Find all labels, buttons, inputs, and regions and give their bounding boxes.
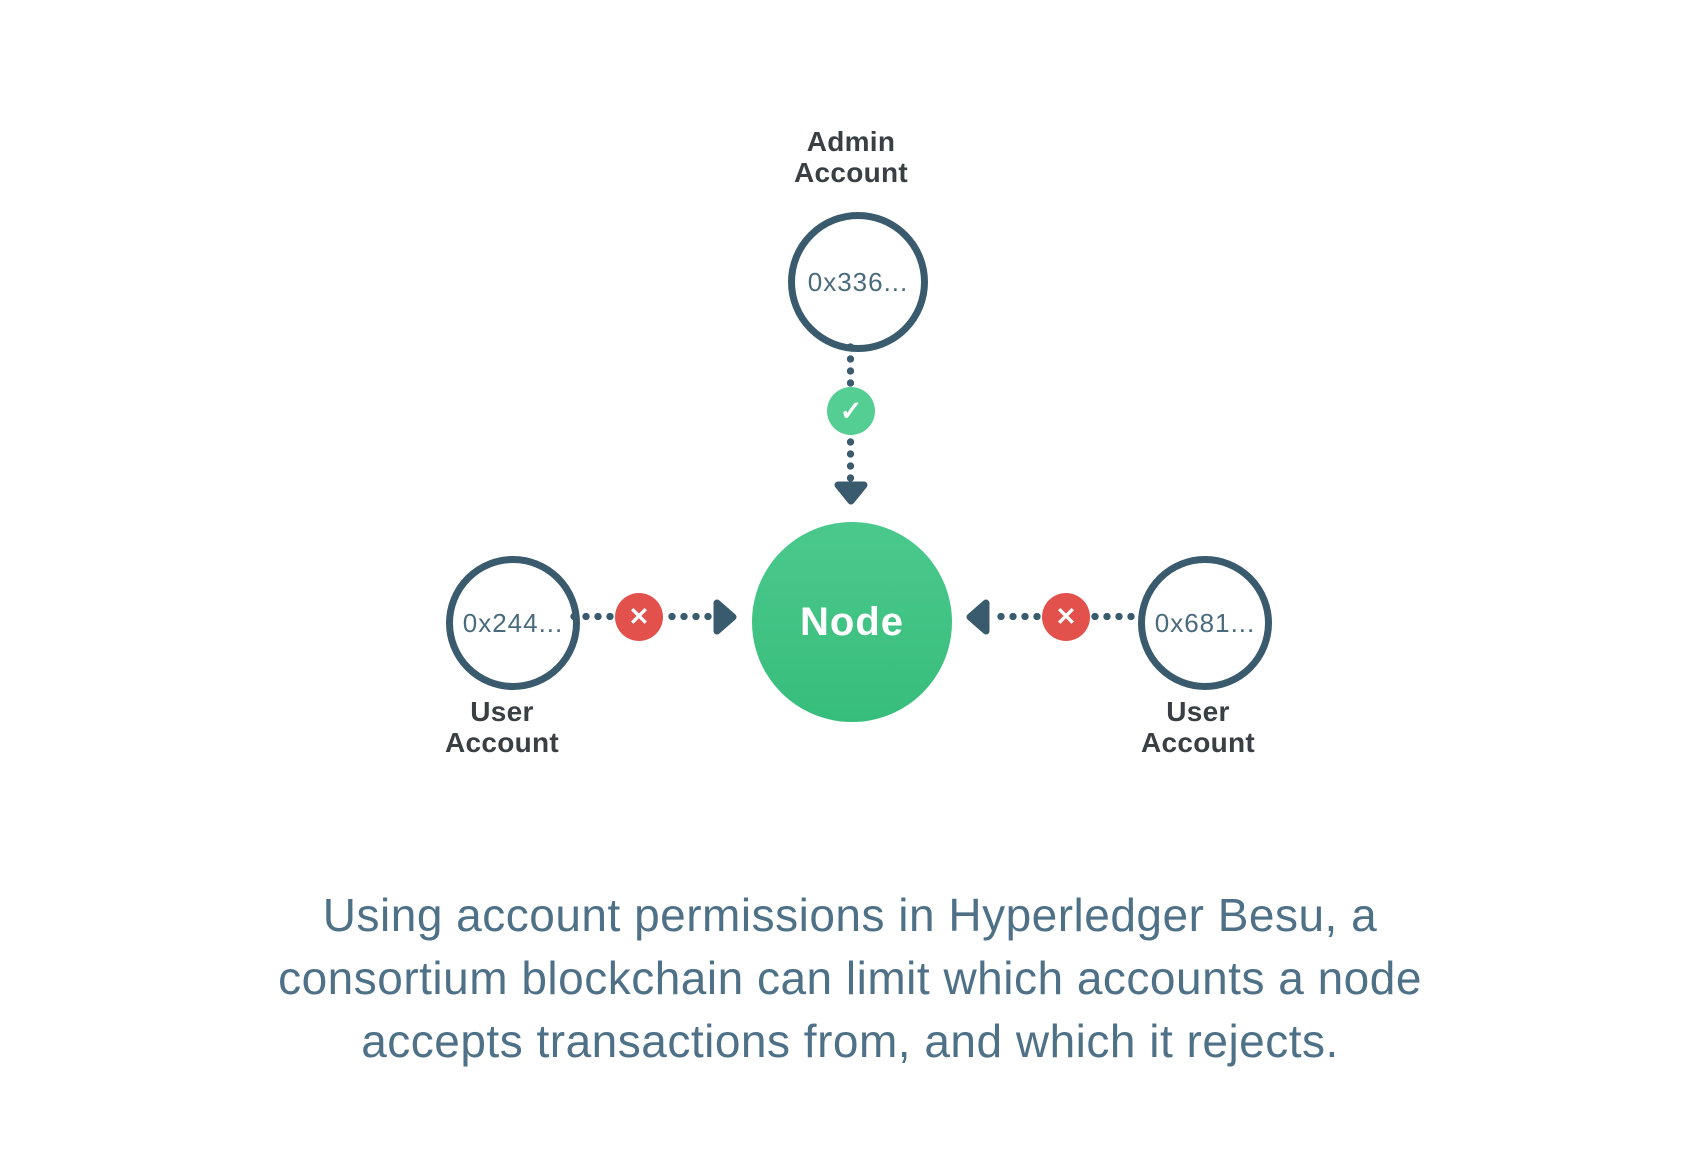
admin-account-label-line1: Admin	[806, 126, 896, 157]
dotted-line-left-inner	[666, 613, 714, 620]
dotted-line-admin-upper	[847, 341, 854, 389]
user-account-left-address: 0x244...	[462, 607, 564, 638]
dotted-line-right-inner	[995, 613, 1043, 620]
arrowhead-down-icon	[834, 481, 868, 505]
user-account-left-label-line2: Account	[444, 727, 560, 758]
admin-account-label: Admin Account	[701, 126, 1001, 188]
caption-line: Using account permissions in Hyperledger…	[322, 889, 1378, 941]
user-account-right-label-line2: Account	[1140, 727, 1256, 758]
user-account-right-label: User Account	[1048, 696, 1348, 758]
node-label: Node	[800, 599, 904, 644]
dotted-line-admin-lower	[847, 436, 854, 484]
deny-badge-right: ✕	[1042, 593, 1090, 641]
admin-account-circle: 0x336...	[788, 212, 928, 352]
caption-line: accepts transactions from, and which it …	[361, 1015, 1339, 1067]
check-icon: ✓	[839, 395, 863, 426]
user-account-left-label-line1: User	[470, 696, 534, 727]
admin-account-address: 0x336...	[807, 266, 909, 297]
user-account-left-label: User Account	[352, 696, 652, 758]
caption: Using account permissions in Hyperledger…	[0, 884, 1700, 1073]
x-icon: ✕	[628, 603, 650, 631]
node-circle: Node	[752, 522, 952, 722]
arrowhead-left-icon	[966, 599, 990, 635]
x-icon: ✕	[1055, 603, 1077, 631]
user-account-left-circle: 0x244...	[446, 556, 580, 690]
user-account-right-circle: 0x681...	[1138, 556, 1272, 690]
arrowhead-right-icon	[713, 599, 737, 635]
dotted-line-left-outer	[568, 613, 616, 620]
user-account-right-address: 0x681...	[1154, 607, 1256, 638]
deny-badge-left: ✕	[615, 593, 663, 641]
dotted-line-right-outer	[1089, 613, 1137, 620]
user-account-right-label-line1: User	[1166, 696, 1230, 727]
admin-account-label-line2: Account	[793, 157, 909, 188]
allow-badge: ✓	[827, 387, 875, 435]
caption-line: consortium blockchain can limit which ac…	[278, 952, 1422, 1004]
